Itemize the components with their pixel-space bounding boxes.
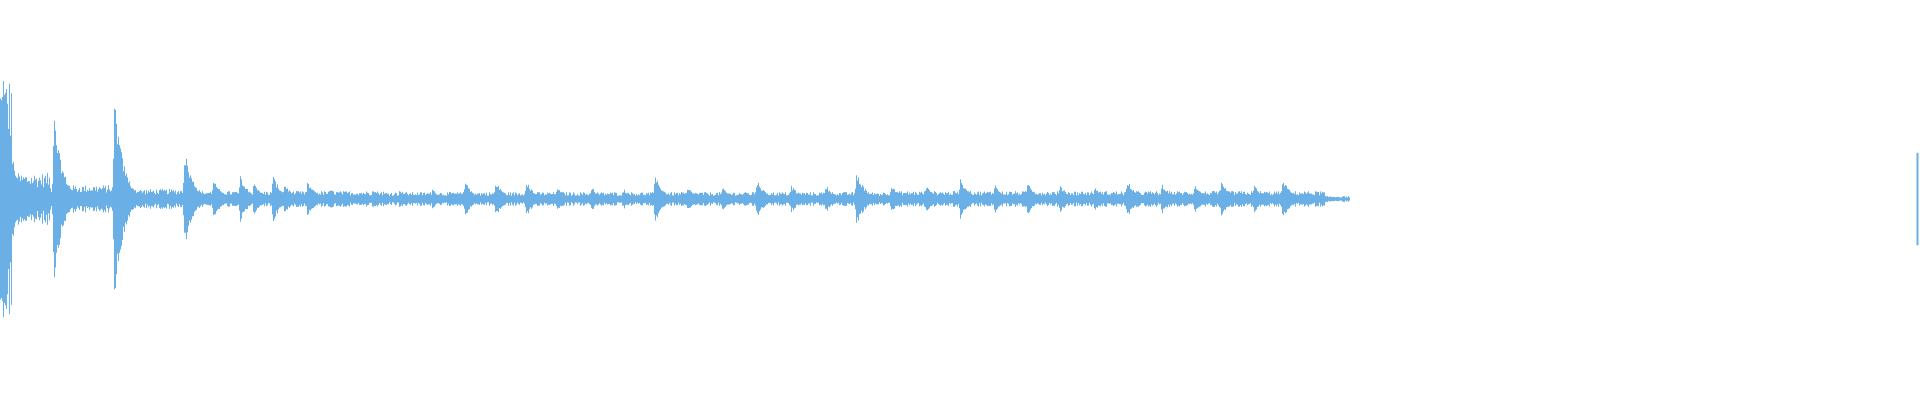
audio-waveform[interactable] — [0, 0, 1920, 400]
waveform-panel[interactable] — [0, 0, 1920, 400]
